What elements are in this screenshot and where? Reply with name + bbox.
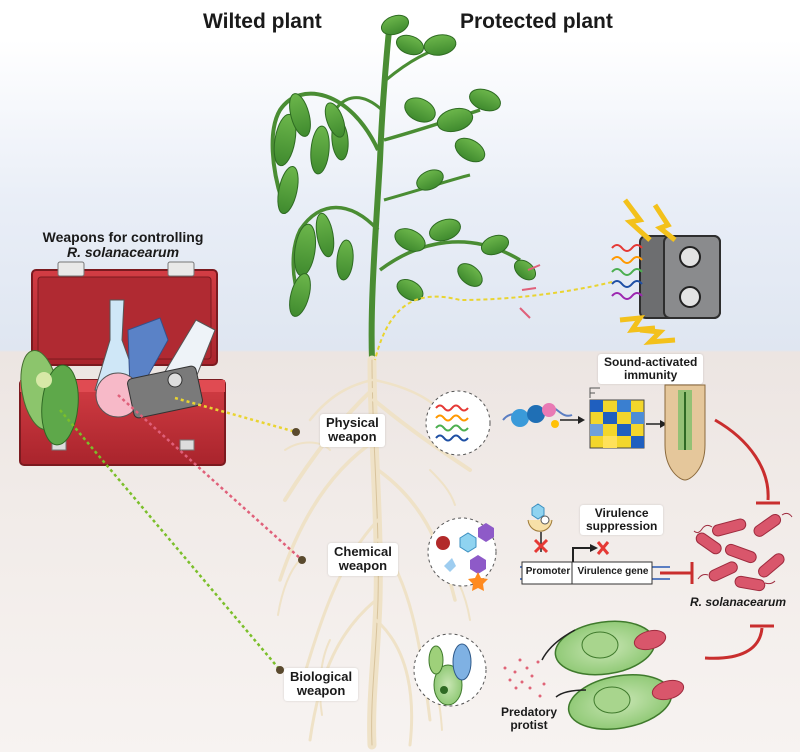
chemical-connector [117,394,303,561]
pathogen-label: R. solanacearum [690,595,787,609]
sound-activated-immunity-label: Sound-activated immunity [598,354,704,385]
sound-label-line2: immunity [624,368,678,383]
chemical-weapon-label-line2: weapon [338,558,388,574]
physical-weapon-label: Physical weapon [320,414,385,447]
toolbox-title-line2: R. solanacearum [66,244,180,261]
biological-weapon-label-line1: Biological [290,669,353,684]
sound-label-line1: Sound-activated [604,355,698,369]
wilted-plant-title: Wilted plant [203,10,322,33]
heatmap-icon [589,387,645,449]
physical-weapon-label-line1: Physical [326,415,379,430]
inhibition-arrows [660,418,780,660]
virulence-label-line1: Virulence [594,506,649,520]
bacteria-flagella [693,512,793,585]
physical-weapon-label-line2: weapon [328,429,377,445]
gene-construct [520,544,670,585]
virulence-suppression-label: Virulence suppression [580,505,664,536]
virulence-label-line2: suppression [586,519,658,534]
chemical-weapon-label: Chemical weapon [328,543,398,576]
promoter-label: Promoter [525,566,571,577]
biological-weapon-label-line2: weapon [296,683,346,699]
biological-weapon-label: Biological weapon [284,668,359,701]
healthy-leaves [380,14,537,301]
toolbox [19,261,226,466]
transcription-block-x [596,541,610,555]
root-tip-icon [664,384,706,481]
protist-label-line1: Predatory [500,705,558,719]
chemical-weapon-label-line1: Chemical [334,544,392,559]
protist-label-line2: protist [510,718,548,733]
bacteria-cluster [695,513,785,592]
block-x-icon [533,538,549,554]
signal-molecule-icon [527,503,553,532]
sound-waves [611,244,643,300]
toolbox-title: Weapons for controlling R. solanacearum [18,229,228,261]
speaker-to-plant-connector [374,281,613,361]
predatory-protist-icon [541,620,685,730]
dna-nucleosome-icon [502,403,573,428]
toolbox-title-line1: Weapons for controlling [42,229,204,245]
physical-weapon-circle [425,390,491,456]
protected-plant-title: Protected plant [460,10,613,33]
digested-particles [503,658,546,698]
virulence-gene-label: Virulence gene [577,566,649,577]
chemical-weapon-circle [427,517,497,591]
pink-burst-marks [519,264,541,319]
speaker-icon [619,198,721,346]
biological-connector [59,409,281,671]
predatory-protist-label: Predatory protist [494,705,564,733]
physical-connector [174,396,297,434]
wilted-leaves [273,93,354,317]
biological-weapon-circle [413,633,487,707]
plant-shoot [270,19,521,361]
